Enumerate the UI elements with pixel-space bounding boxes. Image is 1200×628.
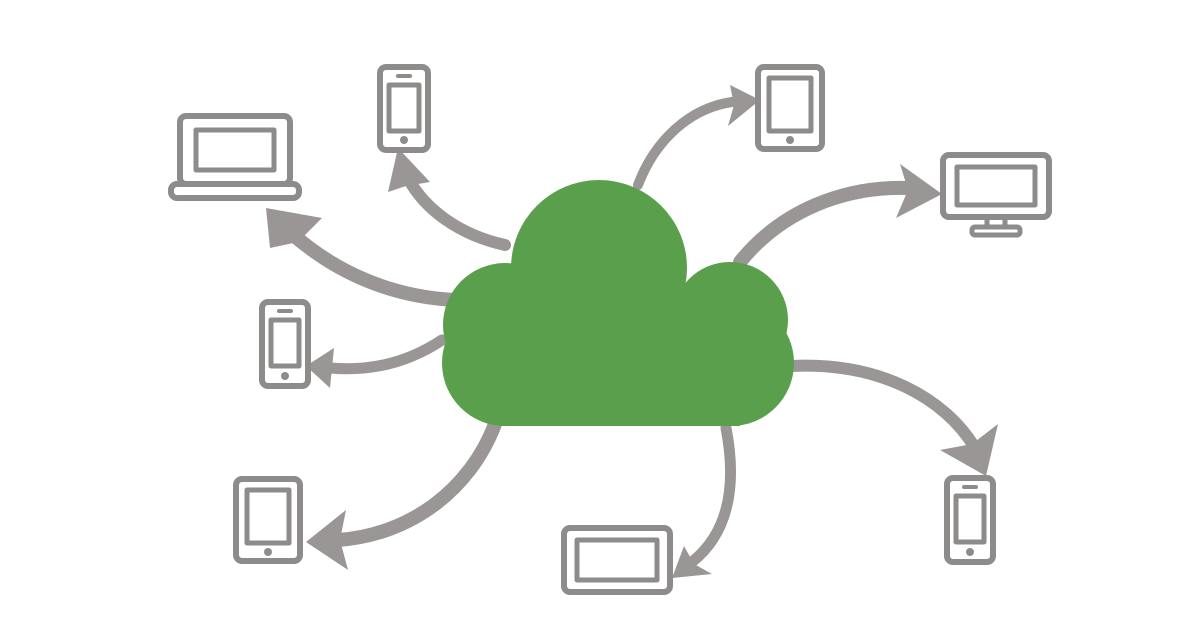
arrow-to-laptop (266, 208, 462, 307)
arrow-to-phone-left (306, 334, 448, 388)
smartphone-icon (377, 64, 431, 153)
arrow-to-tablet-left (306, 417, 502, 570)
smartphone-icon (259, 299, 311, 389)
arrow-to-tablet-top (633, 85, 760, 190)
desktop-monitor-icon (940, 152, 1052, 238)
tablet-icon (233, 476, 303, 564)
arrow-to-phone-top (388, 148, 511, 251)
tablet-landscape-icon (561, 525, 673, 595)
arrows-group (266, 85, 998, 578)
arrow-to-phone-right (786, 359, 998, 476)
arrow-to-tablet-landscape (672, 422, 736, 578)
laptop-icon (168, 113, 302, 201)
arrow-to-monitor (733, 164, 942, 269)
smartphone-icon (944, 475, 996, 565)
tablet-icon (755, 64, 825, 152)
devices-group (168, 64, 1052, 595)
cloud-icon (442, 180, 794, 426)
